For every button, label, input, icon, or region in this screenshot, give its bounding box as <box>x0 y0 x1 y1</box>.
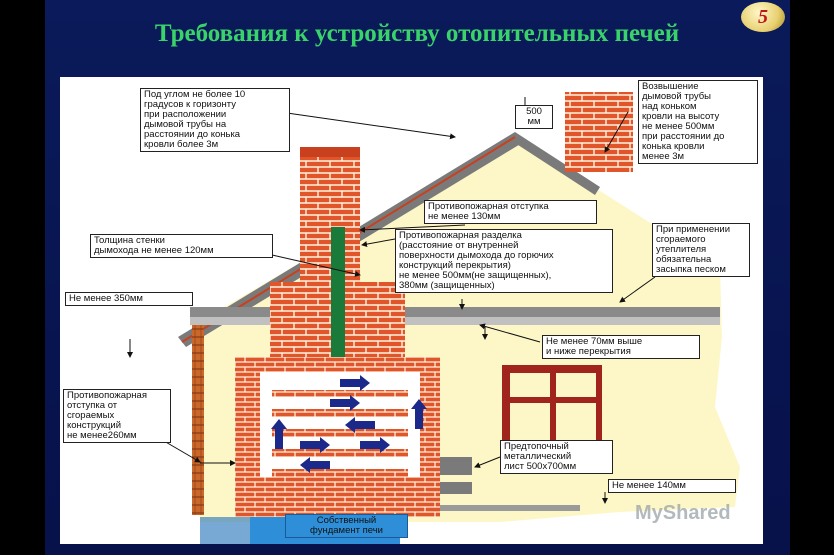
label-fire-gap-130: Противопожарная отступка не менее 130мм <box>424 200 597 224</box>
label-min-350: Не менее 350мм <box>65 292 193 306</box>
log-wall <box>192 325 204 515</box>
label-wall-thickness: Толщина стенки дымохода не менее 120мм <box>90 234 273 258</box>
pre-furnace-sheet <box>440 505 580 511</box>
ceiling-slab <box>190 307 720 317</box>
label-500mm: 500 мм <box>515 105 553 129</box>
watermark: MyShared <box>635 502 731 524</box>
label-pre-furnace: Предтопочный металлический лист 500х700м… <box>500 440 613 474</box>
label-angle: Под углом не более 10 градусов к горизон… <box>140 88 290 152</box>
slide-number-badge: 5 <box>741 2 785 32</box>
label-min-140: Не менее 140мм <box>608 479 736 493</box>
slide-title: Требования к устройству отопительных печ… <box>154 20 680 47</box>
smoke-flow-arrows <box>271 375 427 473</box>
flue-channel <box>331 227 345 362</box>
right-chimney <box>565 92 633 172</box>
label-insulation: При применении сгораемого утеплителя обя… <box>652 223 750 277</box>
firebox-door <box>440 457 472 475</box>
diagram-panel: Под углом не более 10 градусов к горизон… <box>60 77 763 544</box>
label-foundation: Собственный фундамент печи <box>285 514 408 538</box>
label-fire-gap-260: Противопожарная отступка от сгораемых ко… <box>63 389 171 443</box>
roof-right <box>515 132 600 195</box>
label-fire-cutting: Противопожарная разделка (расстояние от … <box>395 229 613 293</box>
label-min-70: Не менее 70мм выше и ниже перекрытия <box>542 335 700 359</box>
ash-door <box>440 482 472 494</box>
label-chimney-raise: Возвышение дымовой трубы над коньком кро… <box>638 80 758 164</box>
